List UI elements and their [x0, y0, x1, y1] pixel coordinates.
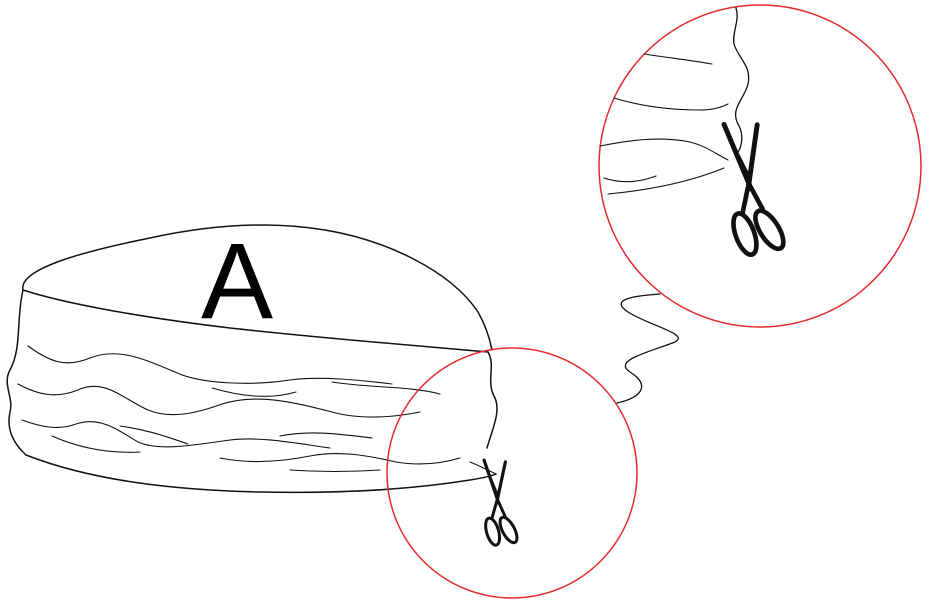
cake-layer-line	[18, 384, 420, 417]
inset-layer-line	[608, 168, 724, 194]
cake-layer-line	[290, 470, 380, 472]
connector-strand	[617, 294, 678, 403]
cake-layer-line	[28, 346, 392, 384]
small-magnifier-circle	[387, 348, 637, 598]
magnified-inset	[599, 5, 921, 327]
cake-slice: A	[7, 220, 497, 492]
cut-trail	[470, 462, 496, 474]
large-magnifier-circle	[599, 5, 921, 327]
slice-label: A	[201, 220, 273, 341]
inset-slice-edge	[734, 8, 749, 152]
cake-layer-line	[280, 433, 372, 438]
cake-layer-line	[220, 454, 460, 465]
cake-right-edge	[487, 352, 497, 448]
cake-layer-line	[52, 436, 140, 452]
cut-point-callout	[387, 348, 637, 598]
scissors-icon	[713, 117, 790, 260]
cake-layer-line	[120, 426, 188, 444]
inset-layer-line	[604, 176, 656, 182]
scissors-icon	[477, 457, 521, 547]
inset-layer-line	[614, 98, 728, 110]
cake-layer-line	[22, 420, 330, 448]
cake-layer-line	[212, 388, 296, 396]
inset-layer-line	[644, 54, 712, 64]
cake-bottom-edge	[26, 455, 496, 492]
cake-left-edge	[7, 290, 26, 455]
inset-layer-line	[600, 139, 728, 160]
